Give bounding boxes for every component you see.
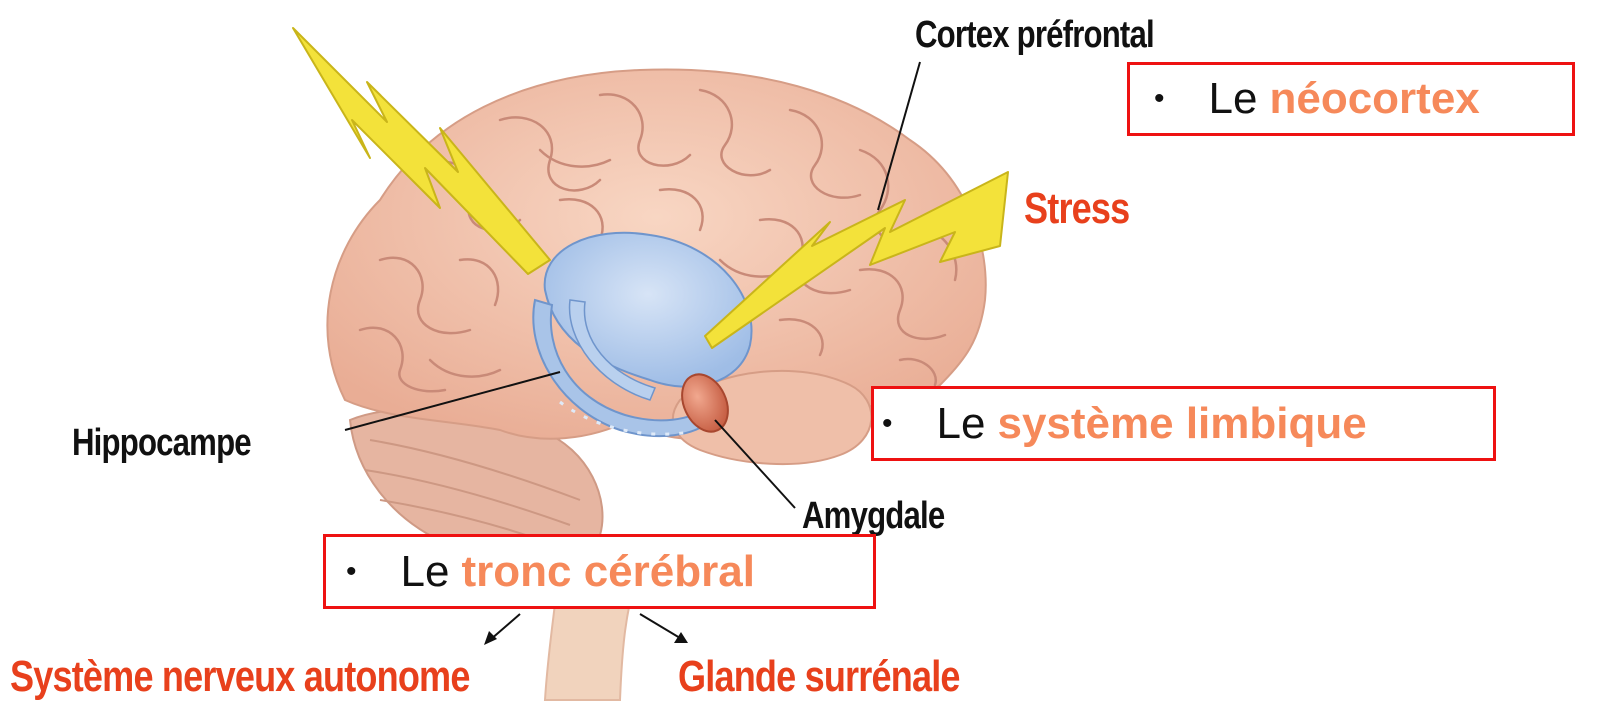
label-cortex-prefrontal: Cortex préfrontal <box>915 14 1154 57</box>
label-amygdale: Amygdale <box>802 495 944 538</box>
bullet: • <box>882 407 893 441</box>
arrow-glande-head <box>674 632 688 643</box>
box-tronc-cerebral: • Le tronc cérébral <box>323 534 876 609</box>
label-stress: Stress <box>1024 184 1129 234</box>
arrow-sna-head <box>484 631 497 645</box>
arrow-glande <box>640 614 680 638</box>
box-highlight-systeme-limbique: système limbique <box>997 399 1366 449</box>
label-hippocampe: Hippocampe <box>72 422 251 465</box>
bullet: • <box>1154 82 1165 116</box>
box-systeme-limbique: • Le système limbique <box>871 386 1496 461</box>
box-highlight-neocortex: néocortex <box>1269 74 1479 124</box>
box-prefix: Le <box>1209 74 1258 124</box>
box-highlight-tronc-cerebral: tronc cérébral <box>461 547 754 597</box>
bullet: • <box>346 555 357 589</box>
label-systeme-nerveux-autonome: Système nerveux autonome <box>10 652 470 702</box>
box-prefix: Le <box>401 547 450 597</box>
label-glande-surrenale: Glande surrénale <box>678 652 960 702</box>
box-prefix: Le <box>937 399 986 449</box>
arrow-sna <box>490 614 520 640</box>
box-neocortex: • Le néocortex <box>1127 62 1575 136</box>
